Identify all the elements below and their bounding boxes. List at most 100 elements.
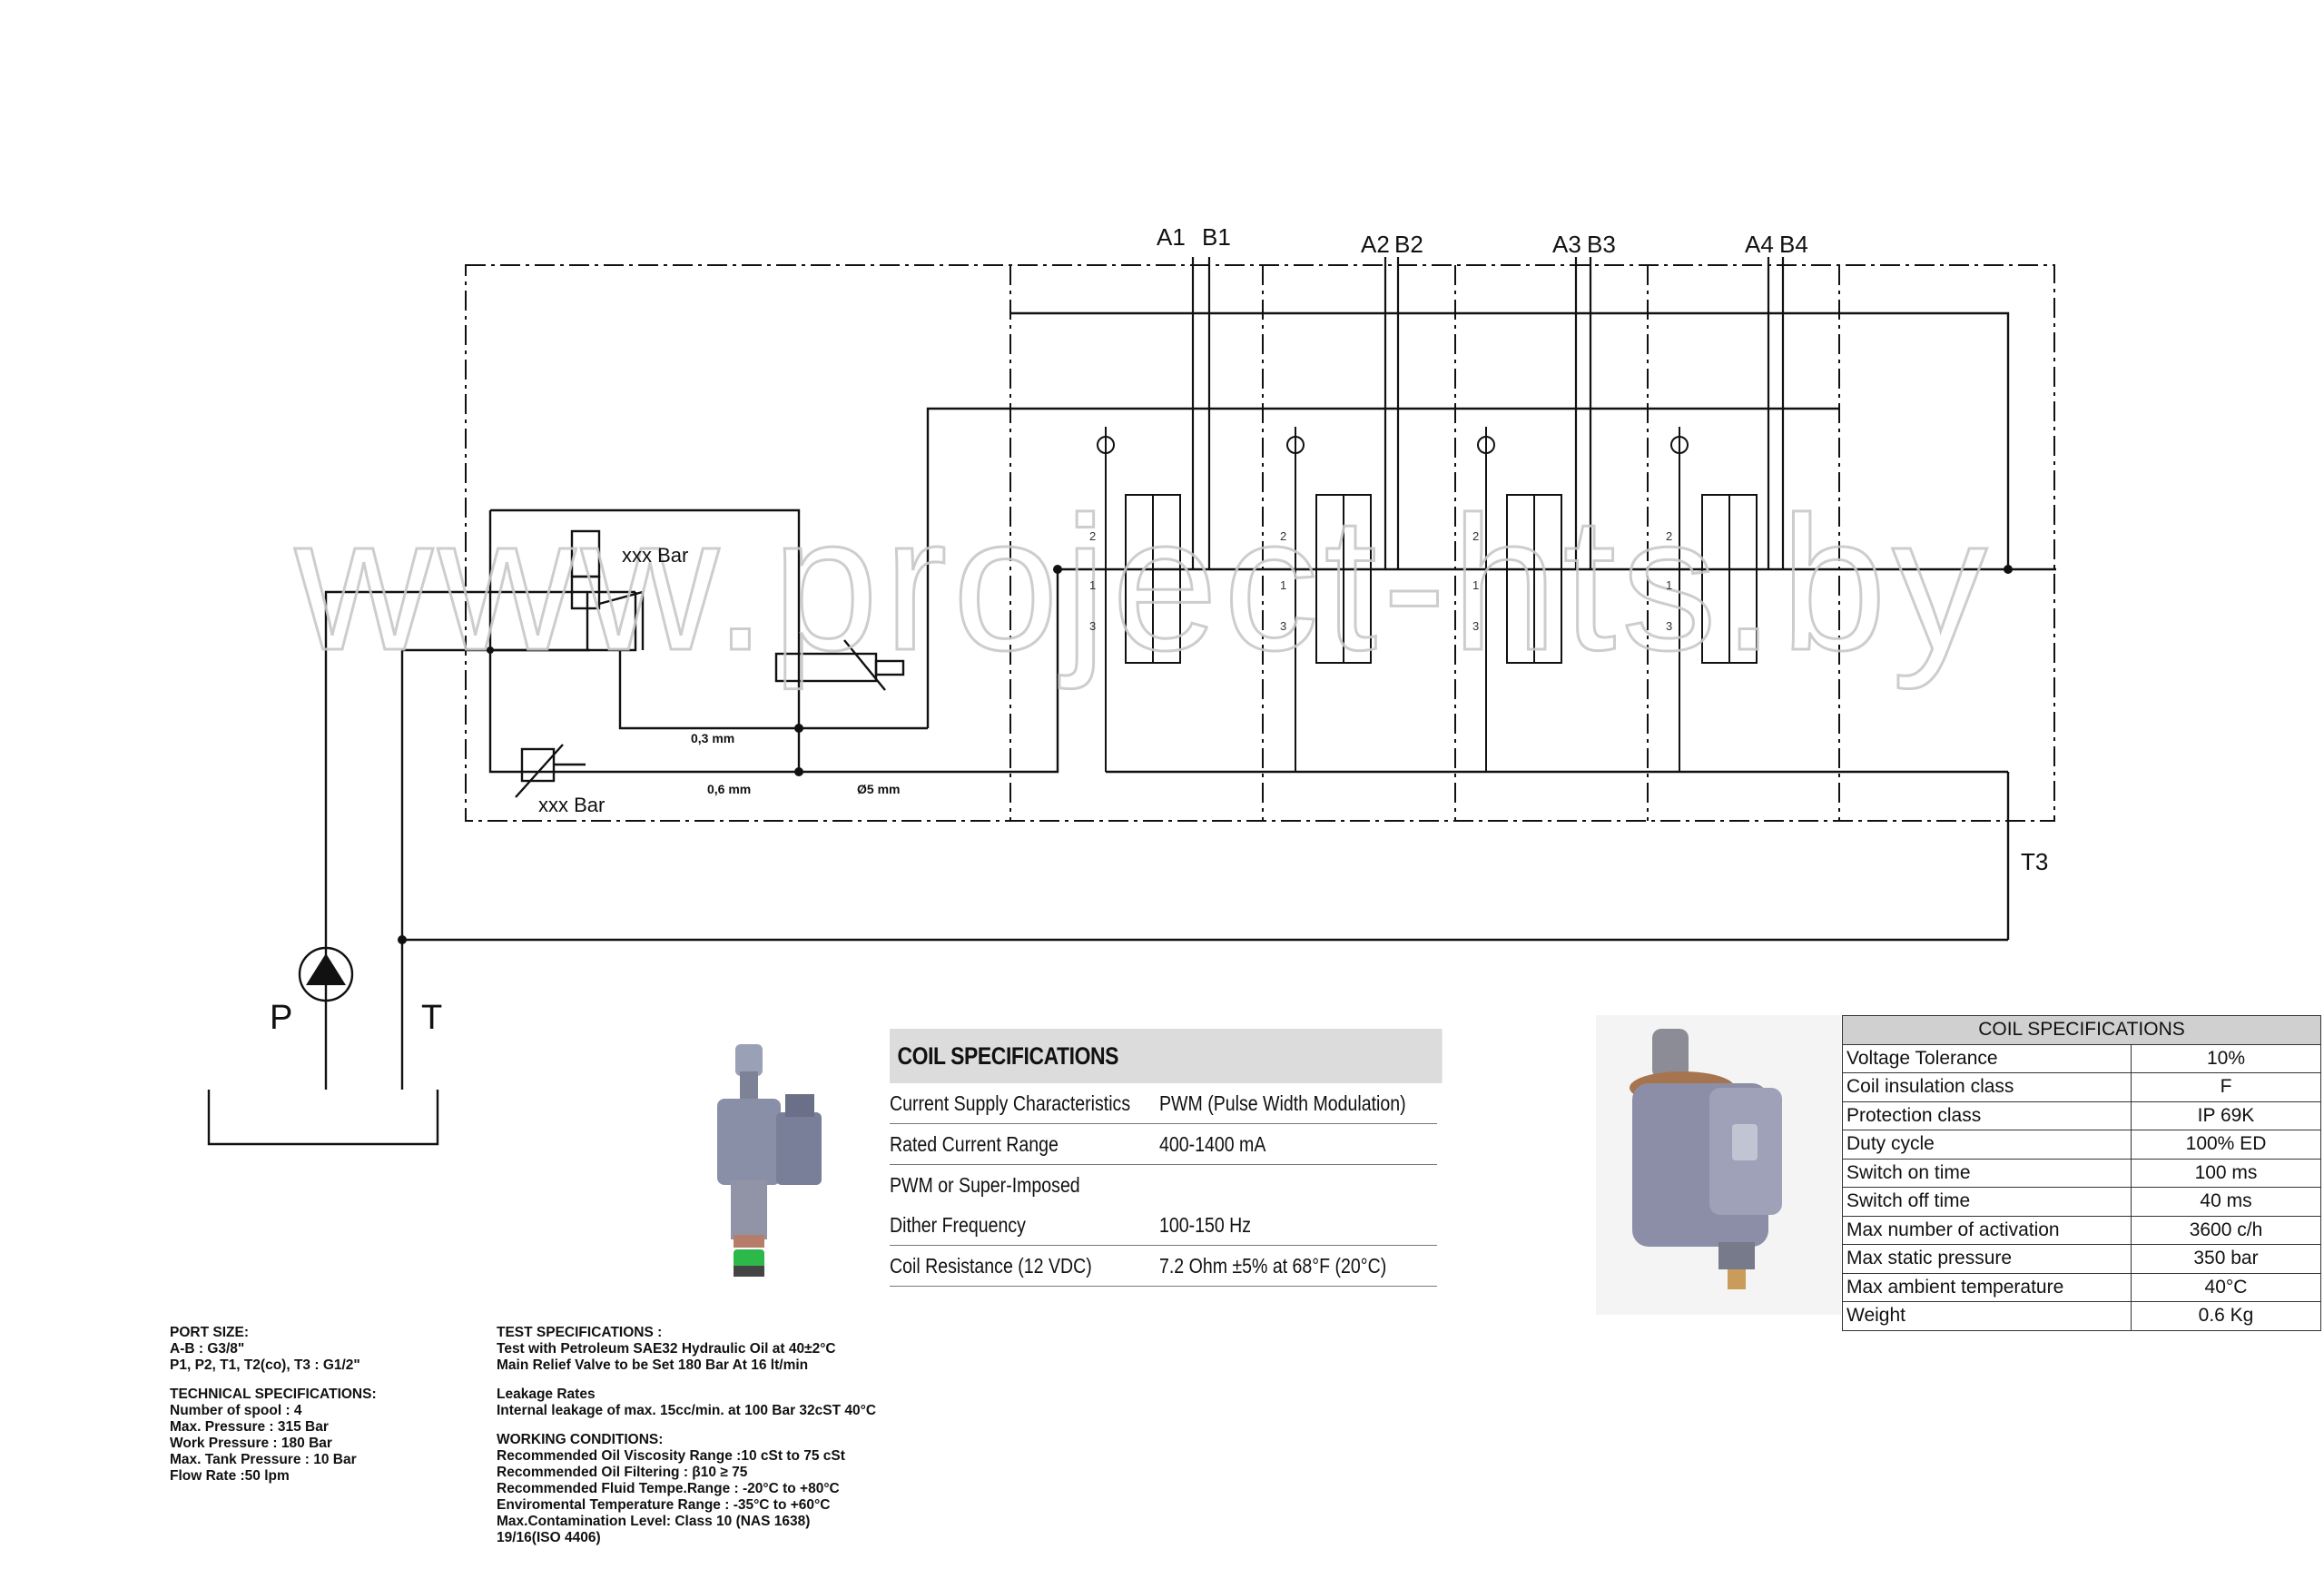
spec-value: F <box>2131 1072 2321 1102</box>
spec-label: Current Supply Characteristics <box>890 1091 1131 1115</box>
port-label-b3: B3 <box>1587 231 1616 258</box>
technical-line: Number of spool : 4 <box>170 1403 302 1418</box>
technical-heading: TECHNICAL SPECIFICATIONS: <box>170 1387 377 1402</box>
technical-line: Work Pressure : 180 Bar <box>170 1436 332 1451</box>
technical-line: Max. Tank Pressure : 10 Bar <box>170 1452 357 1467</box>
solenoid-valve-image <box>717 1044 822 1277</box>
table-row: PWM or Super-Imposed <box>890 1165 1437 1205</box>
spool-pos-label: 1 <box>1280 578 1286 592</box>
spec-label: Coil Resistance (12 VDC) <box>890 1254 1092 1278</box>
spool-pos-label: 2 <box>1472 529 1479 543</box>
spool-section-4 <box>1670 427 1758 772</box>
spec-value: 40 ms <box>2131 1187 2321 1217</box>
working-line: Recommended Oil Viscosity Range :10 cSt … <box>497 1448 845 1464</box>
spec-label: Coil insulation class <box>1842 1072 2132 1102</box>
spool-pos-label: 2 <box>1280 529 1286 543</box>
table-row: Rated Current Range 400-1400 mA <box>890 1124 1437 1165</box>
spool-section-3 <box>1477 427 1562 772</box>
port-label-b4: B4 <box>1779 231 1808 258</box>
test-line: Main Relief Valve to be Set 180 Bar At 1… <box>497 1357 809 1373</box>
port-size-line: A-B : G3/8" <box>170 1341 245 1357</box>
orifice-label-1: 0,3 mm <box>691 731 734 745</box>
watermark-text: www.project-hts.by <box>294 477 1993 690</box>
spool-pos-label: 3 <box>1472 619 1479 633</box>
spec-label: Rated Current Range <box>890 1132 1059 1156</box>
spool-pos-label: 1 <box>1089 578 1096 592</box>
test-spec-block: TEST SPECIFICATIONS : Test with Petroleu… <box>497 1325 876 1546</box>
spec-label: Voltage Tolerance <box>1842 1043 2132 1073</box>
technical-line: Flow Rate :50 lpm <box>170 1468 290 1484</box>
table-row: Current Supply Characteristics PWM (Puls… <box>890 1083 1437 1124</box>
spool-pos-label: 1 <box>1472 578 1479 592</box>
port-size-line: P1, P2, T1, T2(co), T3 : G1/2" <box>170 1357 360 1373</box>
spec-value: 3600 c/h <box>2131 1215 2321 1245</box>
spec-value: 350 bar <box>2131 1244 2321 1274</box>
coil-spec-right-title: COIL SPECIFICATIONS <box>1842 1015 2321 1045</box>
spool-position-labels: 2 1 3 2 1 3 2 1 3 2 1 3 <box>1089 529 1672 633</box>
table-row: Dither Frequency 100-150 Hz <box>890 1205 1437 1246</box>
working-line: Max.Contamination Level: Class 10 (NAS 1… <box>497 1514 811 1529</box>
relief-valve-label-top: xxx Bar <box>622 544 688 567</box>
spec-value: 100 ms <box>2131 1158 2321 1188</box>
port-label-t3: T3 <box>2021 848 2048 875</box>
spec-label: Duty cycle <box>1842 1130 2132 1160</box>
leakage-heading: Leakage Rates <box>497 1387 596 1402</box>
coil-spec-mid-title: COIL SPECIFICATIONS <box>890 1029 1443 1083</box>
spool-pos-label: 2 <box>1666 529 1672 543</box>
spec-value: 10% <box>2131 1043 2321 1073</box>
spec-value: PWM (Pulse Width Modulation) <box>1159 1091 1406 1115</box>
working-line: Enviromental Temperature Range : -35°C t… <box>497 1497 831 1513</box>
port-size-heading: PORT SIZE: <box>170 1325 249 1340</box>
spec-value: 100-150 Hz <box>1159 1213 1252 1237</box>
spool-pos-label: 3 <box>1666 619 1672 633</box>
spec-value: 7.2 Ohm ±5% at 68°F (20°C) <box>1159 1254 1387 1278</box>
test-line: Test with Petroleum SAE32 Hydraulic Oil … <box>497 1341 836 1357</box>
port-label-t: T <box>421 999 442 1037</box>
port-label-b1: B1 <box>1202 223 1231 251</box>
spec-label: Switch on time <box>1842 1158 2132 1188</box>
spool-pos-label: 3 <box>1280 619 1286 633</box>
orifice-label-2: 0,6 mm <box>707 782 751 796</box>
table-row: Coil Resistance (12 VDC) 7.2 Ohm ±5% at … <box>890 1246 1437 1287</box>
spec-label: Weight <box>1842 1301 2132 1331</box>
spool-pos-label: 3 <box>1089 619 1096 633</box>
port-label-a1: A1 <box>1157 223 1186 251</box>
spec-label: Max static pressure <box>1842 1244 2132 1274</box>
spec-label: Protection class <box>1842 1100 2132 1130</box>
orifice-label-3: Ø5 mm <box>857 782 900 796</box>
relief-valve-label-bottom: xxx Bar <box>538 794 605 816</box>
working-line: Recommended Oil Filtering : β10 ≥ 75 <box>497 1465 748 1480</box>
port-label-a4: A4 <box>1745 231 1774 258</box>
port-label-a2: A2 <box>1361 231 1390 258</box>
test-heading: TEST SPECIFICATIONS : <box>497 1325 663 1340</box>
port-label-a3: A3 <box>1552 231 1581 258</box>
spool-pos-label: 1 <box>1666 578 1672 592</box>
working-line: Recommended Fluid Tempe.Range : -20°C to… <box>497 1481 840 1496</box>
technical-line: Max. Pressure : 315 Bar <box>170 1419 329 1435</box>
spec-value: 400-1400 mA <box>1159 1132 1266 1156</box>
port-label-p: P <box>270 999 292 1037</box>
spool-section-2 <box>1286 427 1372 772</box>
spec-label: PWM or Super-Imposed <box>890 1173 1080 1197</box>
spec-value: 100% ED <box>2131 1130 2321 1160</box>
spec-label: Dither Frequency <box>890 1213 1026 1237</box>
coil-spec-table-mid: COIL SPECIFICATIONS Current Supply Chara… <box>890 1029 1443 1287</box>
leakage-line: Internal leakage of max. 15cc/min. at 10… <box>497 1403 877 1418</box>
spec-value: 0.6 Kg <box>2131 1301 2321 1331</box>
spec-value: IP 69K <box>2131 1100 2321 1130</box>
module-borders <box>465 264 2055 822</box>
spool-pos-label: 2 <box>1089 529 1096 543</box>
spec-label: Max number of activation <box>1842 1215 2132 1245</box>
